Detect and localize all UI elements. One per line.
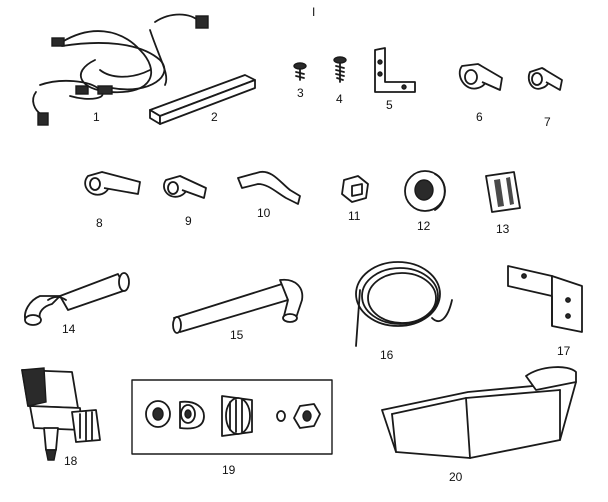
part-4-label: 4 <box>336 92 343 106</box>
part-11-label: 11 <box>348 209 361 223</box>
part-15-tube <box>172 278 304 334</box>
part-1-wire-harness <box>32 13 209 126</box>
figure-mark: I <box>312 5 315 19</box>
part-20-ice-bin <box>381 366 577 459</box>
part-16-label: 16 <box>380 348 394 362</box>
part-18-water-valve <box>21 367 101 461</box>
part-14-elbow-tube <box>24 272 130 326</box>
part-15-label: 15 <box>230 328 244 342</box>
part-9-label: 9 <box>185 214 192 228</box>
part-8-clamp <box>84 171 141 196</box>
part-12-grommet <box>404 170 446 212</box>
part-20-label: 20 <box>449 470 463 484</box>
part-13-clip <box>485 171 521 213</box>
part-4-screw <box>333 56 347 83</box>
part-11-nut <box>341 175 369 203</box>
part-19-fittings-kit <box>131 379 333 455</box>
part-17-label: 17 <box>557 344 571 358</box>
part-2-channel-strip <box>149 74 256 125</box>
part-18-label: 18 <box>64 454 78 468</box>
part-7-label: 7 <box>544 115 551 129</box>
part-6-clamp <box>458 63 503 91</box>
part-10-label: 10 <box>257 206 271 220</box>
part-6-label: 6 <box>476 110 483 124</box>
part-14-label: 14 <box>62 322 76 336</box>
part-2-label: 2 <box>211 110 218 124</box>
part-9-clamp <box>163 175 207 199</box>
part-16-coiled-tubing <box>355 261 453 347</box>
part-17-mounting-bracket <box>507 265 583 333</box>
part-1-label: 1 <box>93 110 100 124</box>
part-3-screw <box>293 62 307 81</box>
part-5-bracket <box>374 47 416 93</box>
part-8-label: 8 <box>96 216 103 230</box>
part-10-strap-clip <box>237 170 301 205</box>
part-5-label: 5 <box>386 98 393 112</box>
part-13-label: 13 <box>496 222 510 236</box>
part-19-label: 19 <box>222 463 236 477</box>
part-12-label: 12 <box>417 219 431 233</box>
part-7-clamp <box>527 67 563 91</box>
part-3-label: 3 <box>297 86 304 100</box>
